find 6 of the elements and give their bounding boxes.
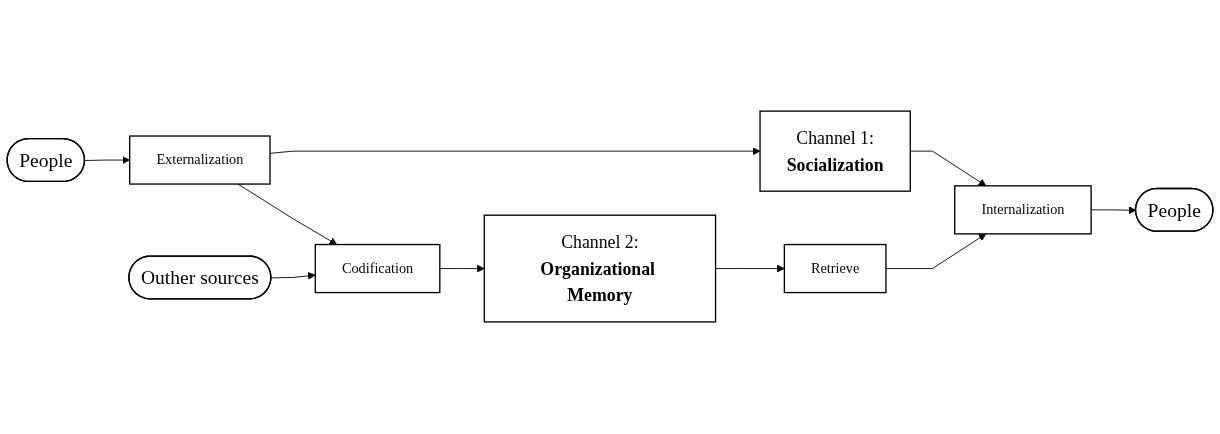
node-box: Retrieve [783, 244, 887, 294]
node-box: Channel 2: Organizational Memory [483, 215, 717, 324]
node-box: Externalization [129, 135, 271, 186]
node-box: Internalization [954, 185, 1092, 235]
node-box: Codification [314, 244, 441, 294]
node-box: Channel 1: Socialization [759, 110, 911, 193]
